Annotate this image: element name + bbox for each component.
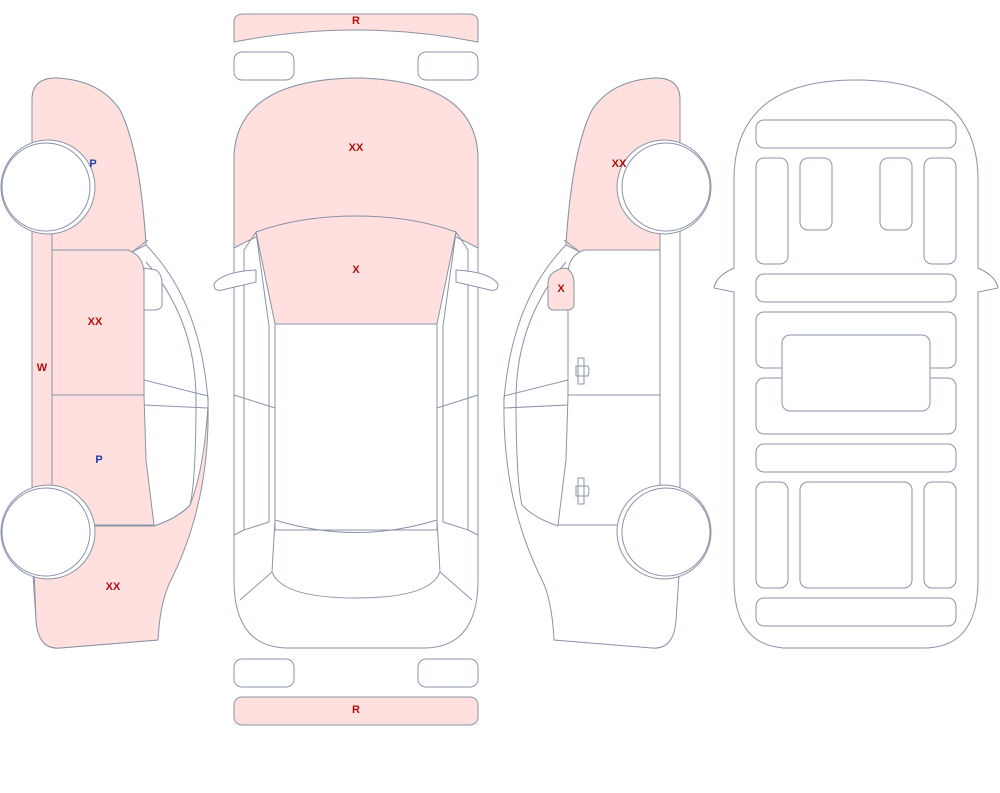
left-front-fender-marker: P	[89, 158, 96, 170]
windshield-marker: X	[352, 264, 360, 276]
underside-rear-right-tall[interactable]	[923, 481, 957, 589]
underside-rear-strip[interactable]	[755, 597, 957, 627]
light-top-right[interactable]	[417, 51, 479, 81]
front-bumper-bottom-marker: R	[352, 704, 360, 716]
underside-front-right-small[interactable]	[879, 157, 913, 231]
right-side-view: XX X	[503, 77, 712, 649]
right-pillar-line	[503, 379, 569, 409]
left-side-glass-line	[243, 230, 270, 531]
underside-mid-strip-2[interactable]	[755, 443, 957, 473]
right-front-fender-marker: XX	[612, 158, 627, 170]
windshield-panel[interactable]	[255, 215, 457, 325]
rear-window-line	[271, 519, 441, 599]
underside-mid-strip-1[interactable]	[755, 273, 957, 303]
rear-bumper-top-panel[interactable]	[233, 13, 479, 43]
left-front-wheel[interactable]	[1, 142, 91, 232]
underside-rear-center[interactable]	[799, 481, 913, 589]
left-front-door-marker: XX	[88, 316, 103, 328]
right-a-pillar-line	[563, 239, 581, 253]
left-rocker-marker: W	[37, 362, 48, 374]
right-front-door-handle[interactable]	[575, 357, 590, 385]
right-pillar-top-line	[436, 394, 479, 536]
top-left-mirror[interactable]	[213, 269, 257, 291]
left-side-view: P XX W P XX	[0, 77, 209, 649]
right-rear-door-handle[interactable]	[575, 477, 590, 505]
right-window-outline	[515, 261, 567, 527]
front-bumper-bottom-panel[interactable]	[233, 696, 479, 726]
underside-center-panel[interactable]	[781, 334, 931, 412]
underside-front-right-tall[interactable]	[923, 157, 957, 265]
rear-bumper-top-marker: R	[352, 15, 360, 27]
left-a-pillar-line	[131, 239, 149, 253]
left-front-door-panel[interactable]	[51, 249, 145, 396]
light-bottom-left[interactable]	[233, 658, 295, 688]
light-top-left[interactable]	[233, 51, 295, 81]
right-mirror-panel[interactable]	[547, 267, 575, 311]
left-pillar-line	[143, 379, 209, 409]
underside-view	[713, 79, 999, 649]
underside-front-strip[interactable]	[755, 119, 957, 149]
roof-panel[interactable]	[274, 323, 438, 531]
right-side-glass-line	[442, 230, 469, 531]
left-rear-wheel[interactable]	[1, 487, 91, 577]
left-window-outline	[145, 261, 197, 527]
left-rocker-panel[interactable]	[31, 229, 53, 521]
right-front-wheel[interactable]	[621, 142, 711, 232]
top-view: R XX X R	[213, 13, 499, 726]
light-bottom-right[interactable]	[417, 658, 479, 688]
right-front-door-panel[interactable]	[567, 249, 661, 396]
underside-front-left-tall[interactable]	[755, 157, 789, 265]
left-rear-door-marker: P	[95, 454, 102, 466]
top-right-mirror[interactable]	[455, 269, 499, 291]
hood-marker: XX	[349, 142, 364, 154]
left-pillar-top-line	[233, 394, 276, 536]
left-mirror[interactable]	[143, 267, 163, 311]
underside-rear-left-tall[interactable]	[755, 481, 789, 589]
right-mirror-marker: X	[557, 283, 565, 295]
underside-front-left-small[interactable]	[799, 157, 833, 231]
trunk-line	[239, 571, 473, 601]
left-rear-quarter-marker: XX	[106, 581, 121, 593]
right-rear-wheel[interactable]	[621, 487, 711, 577]
